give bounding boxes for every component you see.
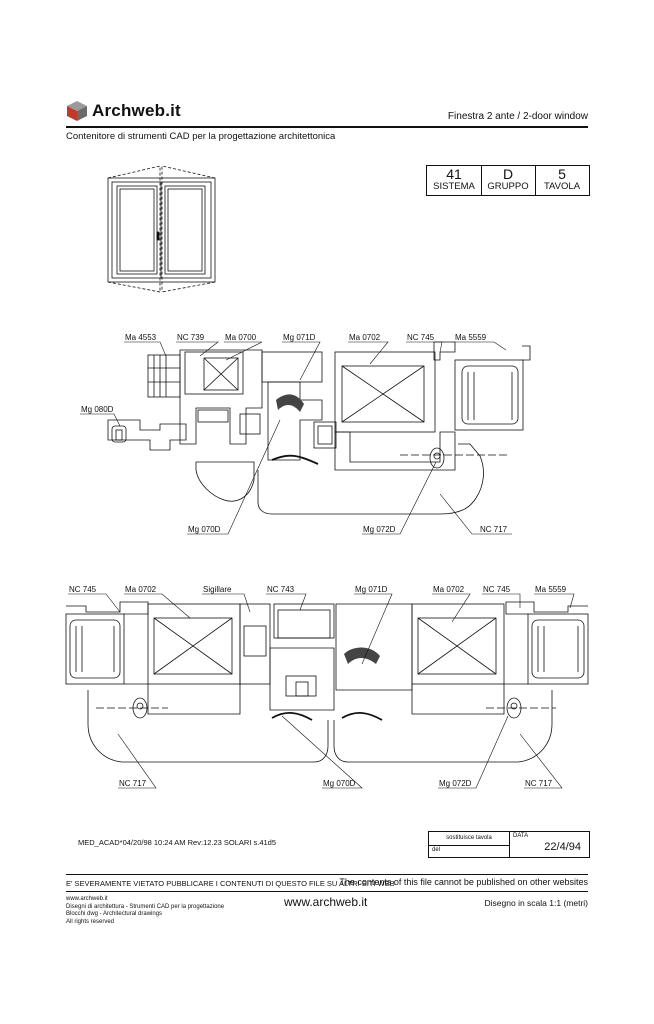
code-table: 41 SISTEMA D GRUPPO 5 TAVOLA [426,165,590,196]
footer-credits: www.archweb.it Disegni di architettura -… [66,896,224,926]
label-nc717-right: NC 717 [525,779,553,788]
code-value: 41 [446,166,462,182]
footer-credit-line: All rights reserved [66,918,115,925]
label-ma0700: Ma 0700 [225,333,257,342]
label-mg072d: Mg 072D [363,525,396,534]
leader-lines [68,341,575,789]
label-ma5559: Ma 5559 [455,333,487,342]
label-nc745: NC 745 [407,333,435,342]
section-top [107,341,531,515]
code-cell-gruppo: D GRUPPO [481,166,536,195]
footer-divider [66,891,588,892]
code-cell-tavola: 5 TAVOLA [535,166,589,195]
label-mg071d: Mg 071D [283,333,316,342]
label-ma0702: Ma 0702 [349,333,381,342]
header-rule [66,126,588,128]
label-nc717: NC 717 [480,525,508,534]
footer-website-link[interactable]: www.archweb.it [284,895,368,909]
warning-italian: E' SEVERAMENTE VIETATO PUBBLICARE I CONT… [66,879,395,888]
label-ma0702-left: Ma 0702 [125,585,157,594]
code-label: TAVOLA [543,181,581,192]
bottom-section-labels: NC 745 Ma 0702 Sigillare NC 743 Mg 071D … [69,585,567,788]
label-nc745-left: NC 745 [69,585,97,594]
subtitle: Contenitore di strumenti CAD per la prog… [66,131,336,142]
window-elevation [107,165,216,293]
label-nc739: NC 739 [177,333,205,342]
code-cell-sistema: 41 SISTEMA [427,166,482,195]
label-mg070d: Mg 070D [323,779,356,788]
replaces-label: sostituisce tavola [429,832,509,846]
del-label: del [432,847,441,853]
label-ma5559: Ma 5559 [535,585,567,594]
data-label: DATA [513,833,529,839]
label-mg070d: Mg 070D [188,525,221,534]
footer-credit-line: Blocchi dwg - Architectural drawings [66,911,163,917]
warning-english: The contents of this file cannot be publ… [339,877,588,887]
footer-credit-line: www.archweb.it [66,896,108,902]
code-value: 5 [558,166,566,182]
label-mg072d: Mg 072D [439,779,472,788]
code-value: D [502,166,514,182]
section-bottom [65,601,589,763]
label-mg071d: Mg 071D [355,585,388,594]
label-nc717-left: NC 717 [119,779,147,788]
top-section-labels: Ma 4553 NC 739 Ma 0700 Mg 071D Ma 0702 N… [81,333,508,534]
label-nc745-right: NC 745 [483,585,511,594]
footer-scale: Disegno in scala 1:1 (metri) [484,898,588,908]
label-ma4553: Ma 4553 [125,333,157,342]
footer-rule [66,874,588,875]
revision-date: 22/4/94 [544,841,581,853]
label-ma0702-right: Ma 0702 [433,585,465,594]
code-label: SISTEMA [433,181,475,192]
code-label: GRUPPO [487,181,529,192]
footer-credit-line: Disegni di architettura - Strumenti CAD … [66,903,225,910]
archweb-logo-icon [67,101,87,121]
revision-replaces-cell: sostituisce tavola del [429,832,510,857]
label-mg080d: Mg 080D [81,405,114,414]
document-title: Finestra 2 ante / 2-door window [447,111,588,122]
brand-name: Archweb.it [92,101,181,120]
label-sigillare: Sigillare [203,585,232,594]
label-nc743: NC 743 [267,585,295,594]
file-info: MED_ACAD*04/20/98 10:24 AM Rev:12.23 SOL… [78,838,277,847]
revision-box: sostituisce tavola del DATA 22/4/94 [428,831,590,858]
